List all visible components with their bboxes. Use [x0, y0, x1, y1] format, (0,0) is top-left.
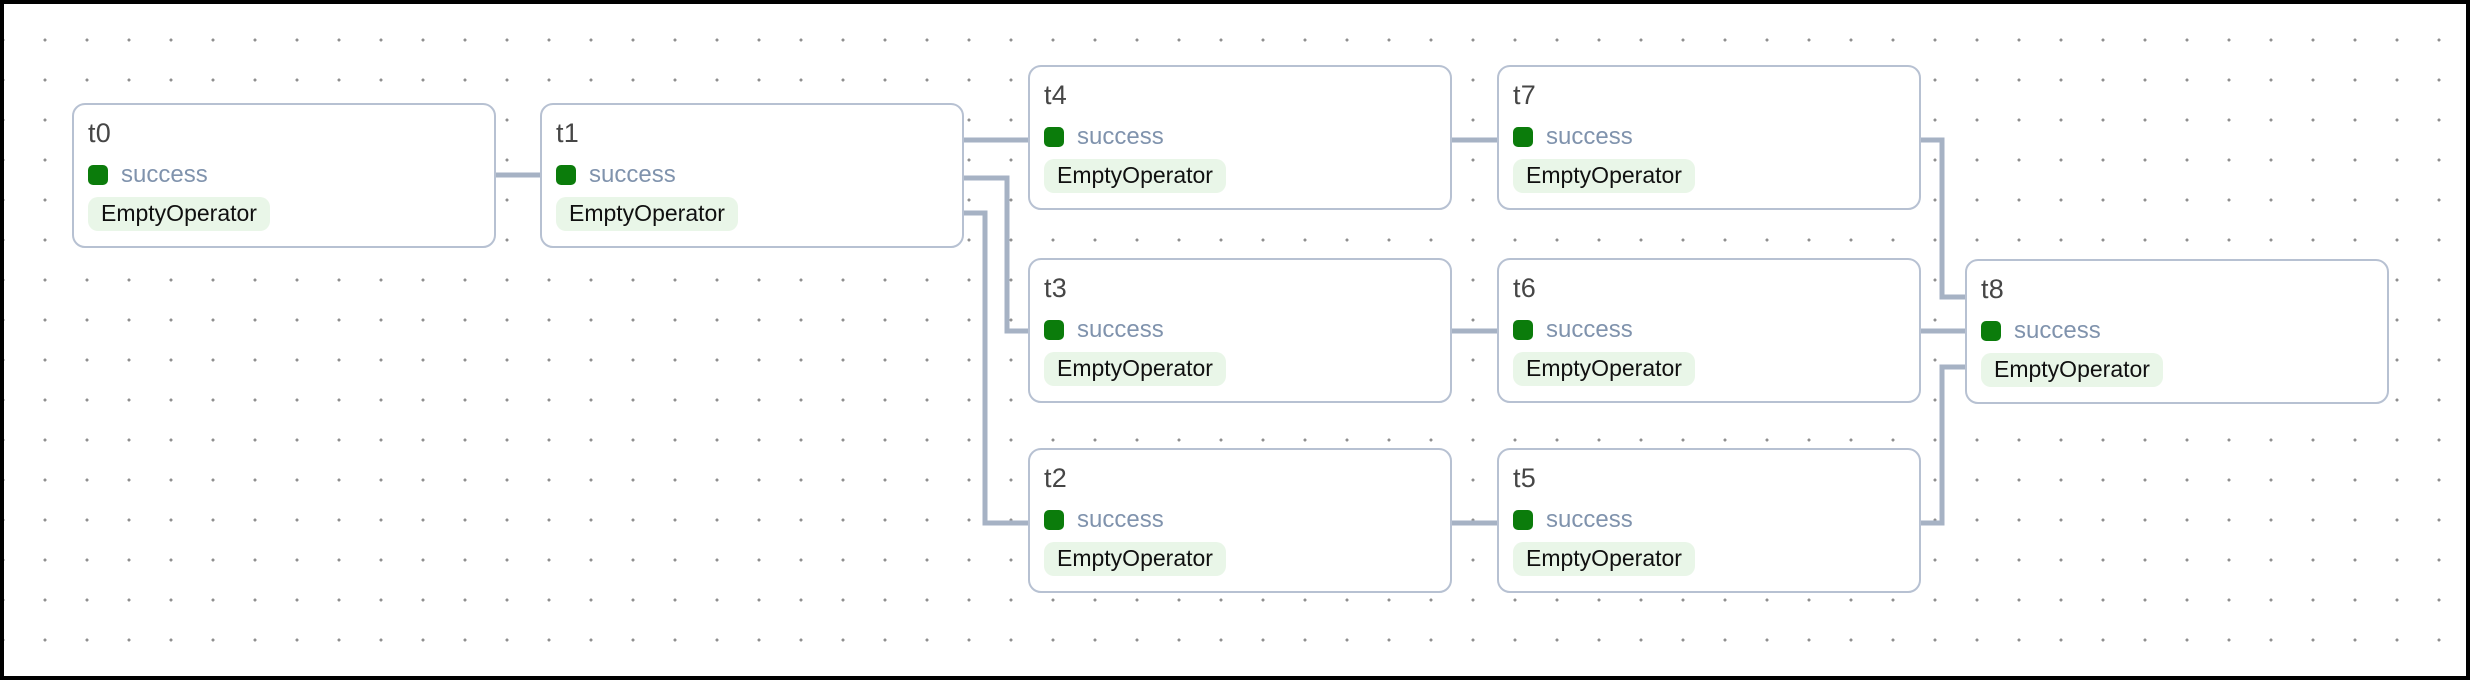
task-node-t2[interactable]: t2 success EmptyOperator — [1028, 448, 1452, 593]
task-status-label: success — [2014, 317, 2101, 344]
edge-t1-t3 — [964, 175, 1028, 334]
operator-badge: EmptyOperator — [88, 197, 270, 231]
task-status-row: success — [88, 161, 480, 188]
operator-badge: EmptyOperator — [1044, 159, 1226, 193]
task-node-t1[interactable]: t1 success EmptyOperator — [540, 103, 964, 248]
task-status-label: success — [1546, 123, 1633, 150]
task-node-t0[interactable]: t0 success EmptyOperator — [72, 103, 496, 248]
task-status-label: success — [589, 161, 676, 188]
task-status-row: success — [556, 161, 948, 188]
task-name: t3 — [1044, 273, 1067, 303]
task-node-t7[interactable]: t7 success EmptyOperator — [1497, 65, 1921, 210]
task-node-t8[interactable]: t8 success EmptyOperator — [1965, 259, 2389, 404]
task-status-label: success — [1077, 316, 1164, 343]
task-name: t6 — [1513, 273, 1536, 303]
task-status-label: success — [1077, 123, 1164, 150]
success-status-icon — [1981, 321, 2001, 341]
operator-badge: EmptyOperator — [1513, 542, 1695, 576]
operator-badge: EmptyOperator — [1513, 159, 1695, 193]
operator-badge: EmptyOperator — [1981, 353, 2163, 387]
task-node-t3[interactable]: t3 success EmptyOperator — [1028, 258, 1452, 403]
success-status-icon — [1513, 320, 1533, 340]
task-status-row: success — [1513, 123, 1905, 150]
task-status-row: success — [1513, 506, 1905, 533]
success-status-icon — [1513, 127, 1533, 147]
task-status-row: success — [1044, 123, 1436, 150]
operator-badge: EmptyOperator — [1044, 352, 1226, 386]
task-node-t5[interactable]: t5 success EmptyOperator — [1497, 448, 1921, 593]
task-status-row: success — [1981, 317, 2373, 344]
operator-badge: EmptyOperator — [556, 197, 738, 231]
success-status-icon — [1513, 510, 1533, 530]
task-name: t0 — [88, 118, 111, 148]
task-name: t2 — [1044, 463, 1067, 493]
success-status-icon — [556, 165, 576, 185]
task-name: t8 — [1981, 274, 2004, 304]
operator-badge: EmptyOperator — [1044, 542, 1226, 576]
task-node-t6[interactable]: t6 success EmptyOperator — [1497, 258, 1921, 403]
task-status-label: success — [121, 161, 208, 188]
task-status-row: success — [1513, 316, 1905, 343]
success-status-icon — [1044, 510, 1064, 530]
success-status-icon — [1044, 320, 1064, 340]
task-status-row: success — [1044, 316, 1436, 343]
task-status-label: success — [1546, 316, 1633, 343]
task-name: t4 — [1044, 80, 1067, 110]
task-node-t4[interactable]: t4 success EmptyOperator — [1028, 65, 1452, 210]
task-status-label: success — [1077, 506, 1164, 533]
success-status-icon — [1044, 127, 1064, 147]
success-status-icon — [88, 165, 108, 185]
task-status-label: success — [1546, 506, 1633, 533]
task-name: t5 — [1513, 463, 1536, 493]
edge-t5-t8 — [1921, 364, 1965, 526]
edge-t1-t2 — [964, 210, 1028, 526]
task-name: t7 — [1513, 80, 1536, 110]
task-status-row: success — [1044, 506, 1436, 533]
task-name: t1 — [556, 118, 579, 148]
edge-t7-t8 — [1921, 137, 1965, 300]
operator-badge: EmptyOperator — [1513, 352, 1695, 386]
